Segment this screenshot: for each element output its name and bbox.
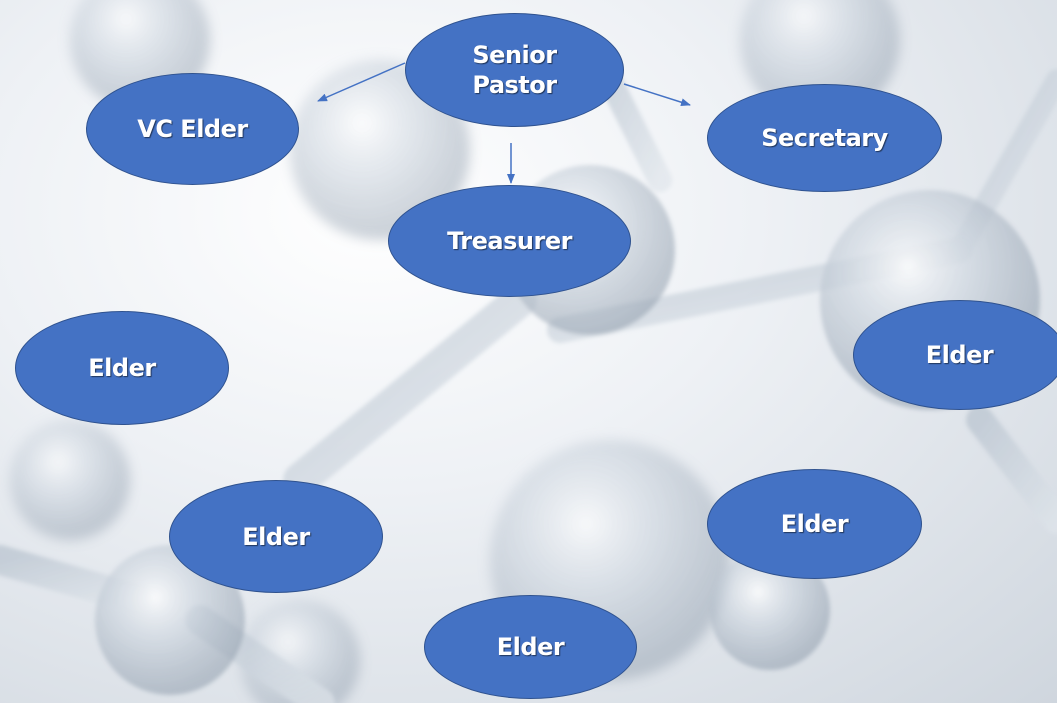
node-vc-elder[interactable]: VC Elder xyxy=(86,73,299,185)
node-secretary[interactable]: Secretary xyxy=(707,84,942,192)
node-elder-lower-left-label: Elder xyxy=(242,522,310,551)
node-elder-right[interactable]: Elder xyxy=(853,300,1057,410)
node-treasurer[interactable]: Treasurer xyxy=(388,185,631,297)
node-treasurer-label: Treasurer xyxy=(447,227,572,255)
node-senior-pastor-line2: Pastor xyxy=(472,71,557,99)
node-vc-elder-label: VC Elder xyxy=(137,115,248,143)
node-elder-right-label: Elder xyxy=(925,341,994,369)
node-elder-lower-right[interactable]: Elder xyxy=(707,469,922,579)
node-senior-pastor[interactable]: Senior Pastor xyxy=(405,13,624,127)
node-elder-left[interactable]: Elder xyxy=(15,311,229,425)
node-elder-lower-left[interactable]: Elder xyxy=(169,480,383,593)
node-elder-bottom-label: Elder xyxy=(496,633,565,661)
node-elder-bottom[interactable]: Elder xyxy=(424,595,637,699)
node-elder-lower-right-label: Elder xyxy=(780,510,849,538)
node-secretary-label: Secretary xyxy=(761,124,888,152)
node-senior-pastor-line1: Senior xyxy=(472,41,557,69)
node-elder-left-label: Elder xyxy=(88,354,156,382)
